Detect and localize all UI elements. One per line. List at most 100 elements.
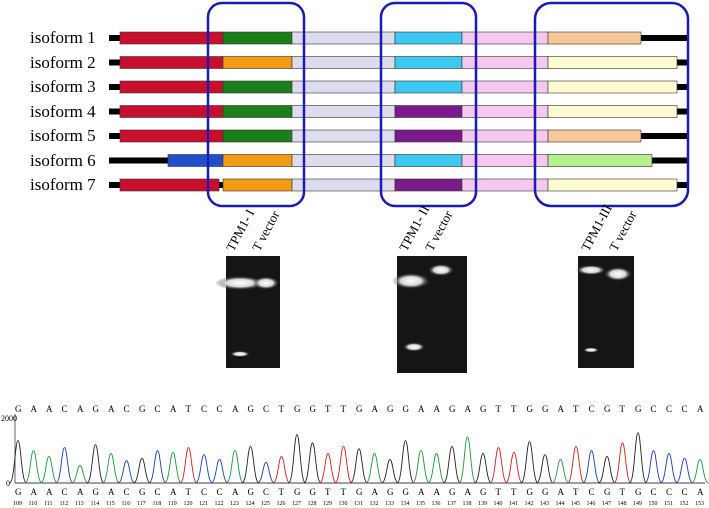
highlight-box-1	[206, 1, 306, 208]
sequence-top-base: G	[449, 404, 456, 414]
sequence-bottom-base: C	[682, 487, 688, 497]
isoform-label: isoform 5	[30, 126, 96, 145]
chromatogram-peak	[551, 458, 570, 484]
highlight-box-3	[533, 1, 690, 208]
sequence-bottom-base: A	[434, 487, 441, 497]
sequence-position-number: 140	[494, 501, 503, 507]
sequence-position-number: 113	[75, 501, 84, 507]
sequence-position-number: 137	[447, 501, 456, 507]
exon-segment-cyan	[394, 31, 463, 45]
sequence-top-base: G	[403, 404, 410, 414]
sequence-top-base: C	[62, 404, 68, 414]
sequence-bottom-base: T	[620, 487, 626, 497]
chromatogram-peak	[598, 455, 616, 484]
sequence-position-number: 145	[571, 501, 580, 507]
sequence-top-base: T	[511, 404, 517, 414]
chromatogram-peak	[613, 442, 632, 484]
sequence-position-number: 152	[680, 501, 689, 507]
sequence-top-base: A	[77, 404, 84, 414]
sequence-top-base: T	[341, 404, 347, 414]
sequence-bottom-base: C	[666, 487, 672, 497]
sequence-bottom-base: C	[62, 487, 68, 497]
sequence-position-number: 115	[106, 501, 115, 507]
chromatogram-peak	[396, 440, 415, 484]
exon-segment-green	[222, 129, 293, 143]
sequence-top-base: A	[108, 404, 115, 414]
sequence-top-base: C	[201, 404, 207, 414]
gel-band	[230, 351, 250, 357]
sequence-position-number: 130	[339, 501, 348, 507]
sequence-bottom-base: A	[558, 487, 565, 497]
sequence-position-number: 150	[649, 501, 658, 507]
sequence-bottom-base: G	[356, 487, 363, 497]
sequence-bottom-base: T	[573, 487, 579, 497]
chromatogram-peak	[582, 450, 601, 484]
sequence-position-number: 135	[416, 501, 425, 507]
sequence-top-base: A	[465, 404, 472, 414]
chromatogram-peak	[350, 448, 368, 484]
sequence-position-number: 114	[91, 501, 100, 507]
y-axis-min-label: 0	[6, 479, 10, 488]
chromatogram-peak	[179, 447, 198, 484]
exon-segment-orange	[222, 178, 293, 192]
exon-segment-orange	[222, 56, 293, 69]
chromatogram-peak	[319, 453, 337, 484]
sequence-bottom-base: G	[15, 487, 22, 497]
exon-segment-cyan	[394, 154, 463, 167]
sequence-top-base: G	[542, 404, 549, 414]
sequence-bottom-base: C	[124, 487, 130, 497]
sequence-bottom-base: G	[604, 487, 611, 497]
sequence-top-base: G	[604, 404, 611, 414]
chromatogram-peak	[675, 457, 694, 484]
gel-band	[403, 342, 425, 352]
exon-segment-red	[119, 178, 220, 192]
sequence-top-base: A	[434, 404, 441, 414]
sequence-top-base: C	[589, 404, 595, 414]
sequence-position-number: 124	[246, 501, 255, 507]
sequence-top-base: A	[558, 404, 565, 414]
sequence-bottom-base: A	[372, 487, 379, 497]
exon-segment-cream	[547, 105, 678, 118]
sequence-top-base: A	[232, 404, 239, 414]
sequence-bottom-base: G	[139, 487, 146, 497]
exon-segment-green	[222, 80, 293, 94]
sequence-position-number: 116	[122, 501, 131, 507]
chromatogram-peak	[644, 450, 663, 484]
sequence-position-number: 122	[215, 501, 224, 507]
chromatogram-peak	[9, 440, 27, 484]
exon-segment-cream	[547, 56, 678, 69]
sequence-position-number: 132	[370, 501, 379, 507]
chromatogram-peak	[691, 458, 709, 484]
sequence-bottom-base: A	[108, 487, 115, 497]
exon-segment-lavender	[291, 56, 396, 69]
sequence-bottom-base: A	[46, 487, 53, 497]
chromatogram-peak	[133, 457, 151, 484]
sequence-position-number: 110	[29, 501, 38, 507]
sequence-position-number: 149	[633, 501, 642, 507]
sequence-top-base: C	[682, 404, 688, 414]
chromatogram-peak	[102, 453, 120, 484]
chromatogram-peak	[412, 450, 430, 484]
chromatogram-peak	[210, 458, 229, 484]
sequence-top-base: A	[31, 404, 38, 414]
sequence-bottom-base: G	[403, 487, 410, 497]
sequence-bottom-base: G	[449, 487, 456, 497]
sequence-bottom-base: G	[310, 487, 317, 497]
exon-segment-lightgreen	[547, 154, 653, 167]
gel-band	[428, 264, 454, 276]
chromatogram-peak	[288, 434, 306, 484]
sequence-position-number: 123	[230, 501, 239, 507]
sequence-top-base: G	[635, 404, 642, 414]
isoform-label: isoform 2	[30, 52, 96, 72]
sequence-top-base: G	[527, 404, 534, 414]
sequence-bottom-base: G	[248, 487, 255, 497]
chromatogram-peak	[24, 450, 43, 484]
gel-image	[226, 256, 280, 368]
sequence-position-number: 146	[587, 501, 596, 507]
sequence-bottom-base: G	[635, 487, 642, 497]
chromatogram-peak	[660, 453, 678, 484]
sequence-top-base: A	[46, 404, 53, 414]
chromatogram-peak	[381, 458, 399, 484]
chromatogram-peak	[117, 460, 136, 484]
